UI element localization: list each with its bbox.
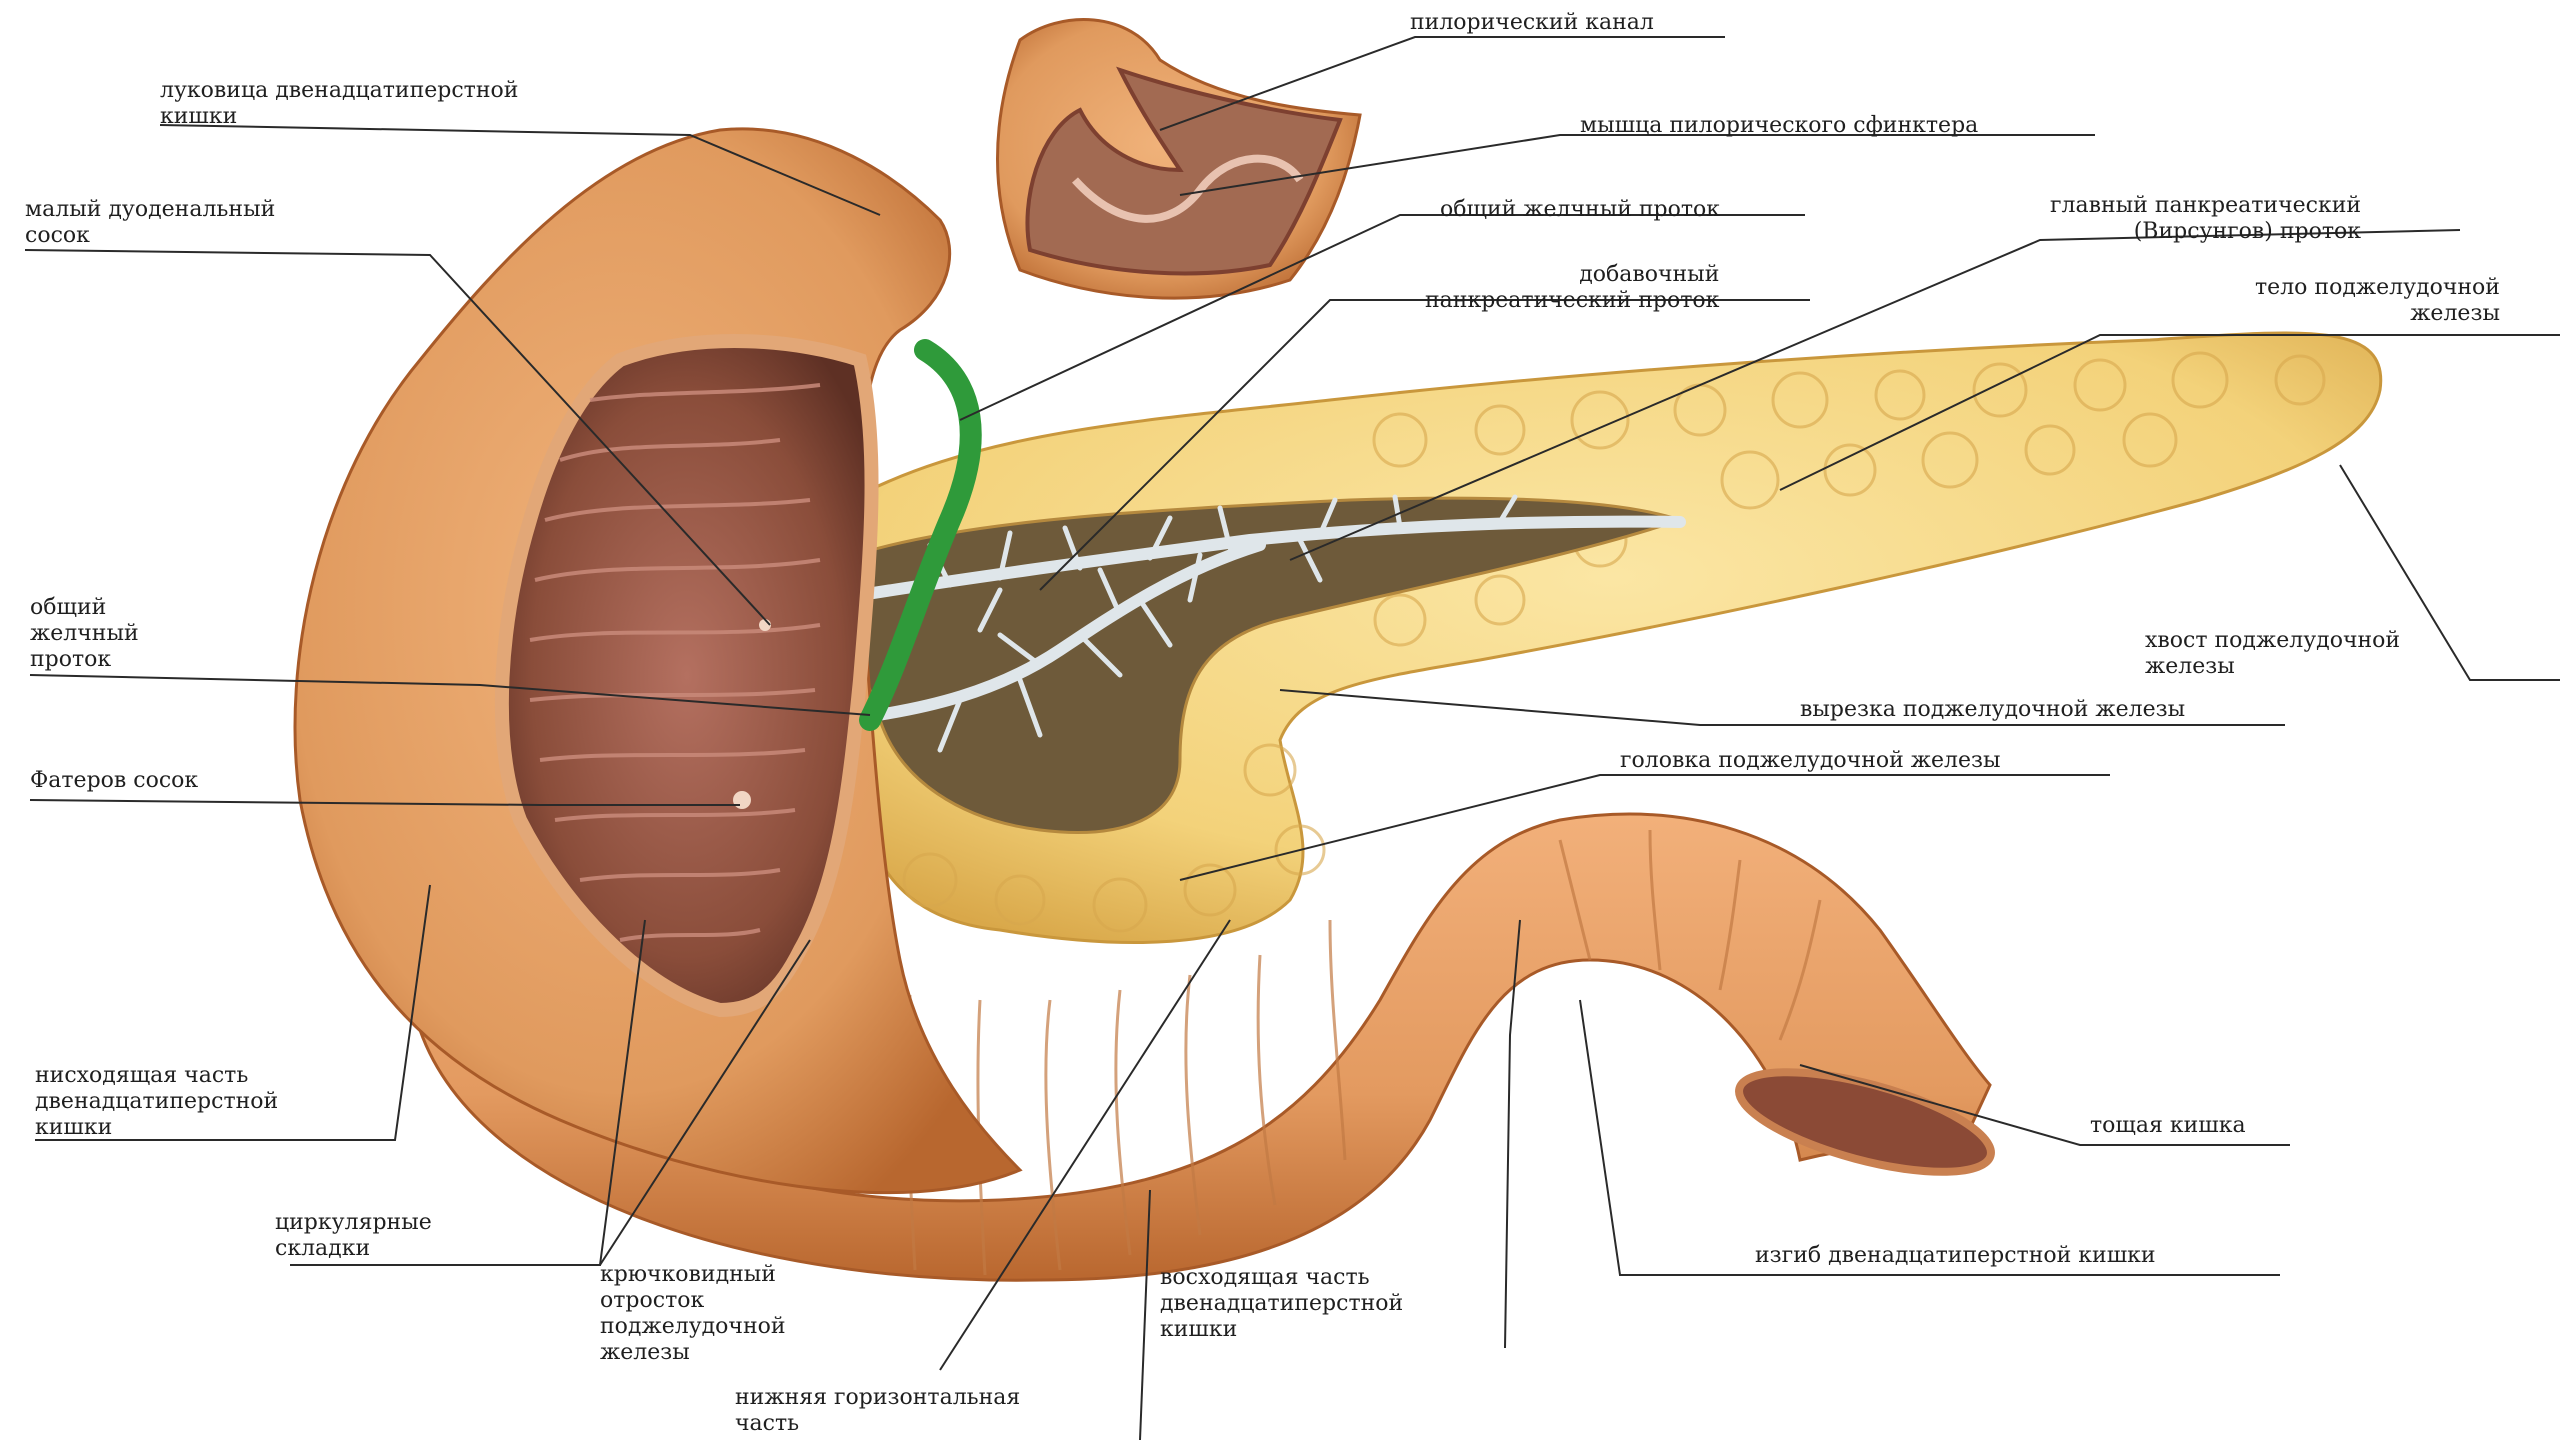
label-ascending-duodenum: восходящая часть двенадцатиперстной кишк…: [1160, 1265, 1403, 1343]
label-common-bile-duct-left: общий желчный проток: [30, 595, 139, 673]
label-accessory-duct: добавочный панкреатический проток: [1425, 262, 1719, 314]
label-circular-folds: циркулярные складки: [275, 1210, 432, 1262]
label-uncinate-process: крючковидный отросток поджелудочной желе…: [600, 1262, 786, 1366]
label-pyloric-canal: пилорический канал: [1410, 10, 1654, 36]
label-minor-papilla: малый дуоденальный сосок: [25, 197, 275, 249]
label-pyloric-sphincter: мышца пилорического сфинктера: [1580, 113, 1978, 139]
label-pancreas-head: головка поджелудочной железы: [1620, 748, 2001, 774]
label-descending-duodenum: нисходящая часть двенадцатиперстной кишк…: [35, 1063, 278, 1141]
label-inferior-horizontal: нижняя горизонтальная часть: [735, 1385, 1020, 1437]
label-common-bile-duct-top: общий желчный проток: [1440, 197, 1720, 223]
label-pancreas-body: тело поджелудочной железы: [2255, 275, 2500, 327]
vater-papilla-mark: [733, 791, 751, 809]
label-main-pancreatic-duct: главный панкреатический (Вирсунгов) прот…: [2050, 193, 2361, 245]
label-duodenojejunal-flexure: изгиб двенадцатиперстной кишки: [1755, 1243, 2156, 1269]
label-duodenal-bulb: луковица двенадцатиперстной кишки: [160, 78, 518, 130]
label-pancreatic-notch: вырезка поджелудочной железы: [1800, 697, 2185, 723]
label-jejunum: тощая кишка: [2090, 1113, 2246, 1139]
label-pancreas-tail: хвост поджелудочной железы: [2145, 628, 2400, 680]
label-vater-papilla: Фатеров сосок: [30, 768, 198, 794]
